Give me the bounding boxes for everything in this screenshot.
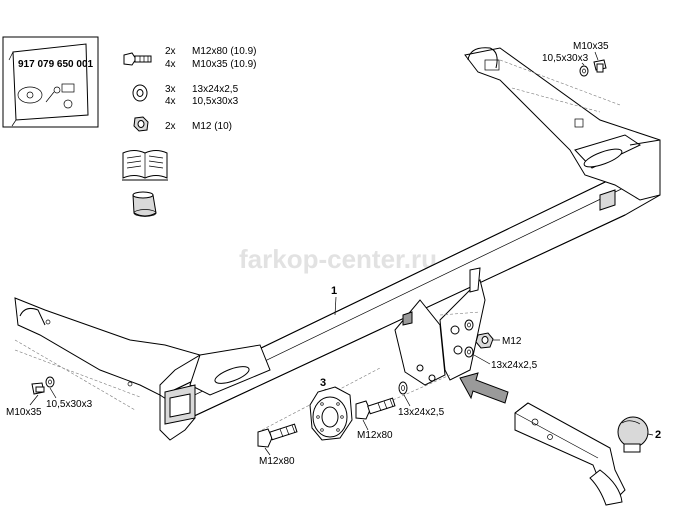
left-bolt (31, 382, 45, 395)
bolt-icon (123, 52, 152, 66)
legend-spec-4: 10,5x30x3 (192, 96, 239, 107)
label-washer-top-right: 10,5x30x3 (542, 53, 589, 64)
washer-center (398, 381, 408, 395)
legend-qty-1: 2x (165, 46, 176, 57)
contents-legend: 2x M12x80 (10.9) 4x M10x35 (10.9) 3x 13x… (122, 46, 256, 217)
kit-bolt-icon (45, 91, 55, 103)
manual-book-icon (122, 150, 168, 181)
kit-box-panel: 917 079 650 001 (2, 36, 99, 128)
kit-plate-icon (17, 86, 43, 104)
legend-qty-5: 2x (165, 121, 176, 132)
nut-m12 (475, 332, 494, 349)
ball-neck (514, 402, 649, 506)
left-washer (45, 376, 55, 388)
bolt-m12x80-lower (257, 423, 298, 448)
washer-right-lower (464, 346, 474, 358)
label-bolt-lower: M12x80 (259, 456, 295, 467)
ring-plate (309, 386, 353, 441)
legend-spec-2: M10x35 (10.9) (192, 59, 256, 70)
left-bracket-slot (214, 366, 250, 384)
label-bolt-top-right: M10x35 (573, 41, 609, 52)
label-washer-right-lower: 13x24x2,5 (398, 407, 445, 418)
kit-part-number: 917 079 650 001 (18, 59, 94, 70)
watermark: farkop-center.ru (239, 244, 437, 274)
label-nut-right: M12 (502, 336, 522, 347)
legend-qty-4: 4x (165, 96, 176, 107)
insert-direction-arrow (459, 372, 509, 404)
legend-qty-2: 4x (165, 59, 176, 70)
kit-cap-icon (63, 99, 73, 109)
label-washer-right-upper: 13x24x2,5 (491, 360, 538, 371)
callout-part-1: 1 (331, 285, 337, 297)
label-washer-left: 10,5x30x3 (46, 399, 93, 410)
bolt-m12x80-center (355, 397, 396, 420)
washer-icon (132, 84, 148, 102)
legend-spec-5: M12 (10) (192, 121, 232, 132)
crossbeam (14, 47, 661, 441)
kit-book-icon (61, 83, 75, 93)
washer-right-upper (464, 319, 474, 331)
top-right-washer (579, 65, 589, 77)
top-right-bolt (593, 59, 607, 73)
label-bolt-center: M12x80 (357, 430, 393, 441)
label-bolt-left: M10x35 (6, 407, 42, 418)
tow-ball (617, 416, 649, 448)
callout-part-2: 2 (655, 429, 661, 441)
ball-cap-icon (132, 191, 157, 217)
legend-qty-3: 3x (165, 84, 176, 95)
nut-icon (133, 116, 149, 132)
callout-part-3: 3 (320, 377, 326, 389)
right-bracket-slot (583, 148, 623, 168)
legend-spec-3: 13x24x2,5 (192, 84, 239, 95)
legend-spec-1: M12x80 (10.9) (192, 46, 256, 57)
